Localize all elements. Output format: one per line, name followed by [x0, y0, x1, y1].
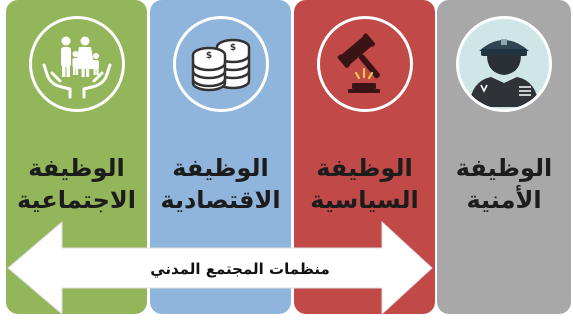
card-security-title: الوظيفة الأمنية [455, 154, 553, 214]
svg-text:$: $ [205, 51, 211, 61]
gavel-icon [316, 16, 413, 112]
police-officer-icon [456, 16, 552, 112]
card-economic: $ $ الوظيفة الاقتصادية [150, 0, 291, 314]
family-hands-icon [28, 16, 125, 112]
card-social-title: الوظيفة الاجتماعية [16, 154, 137, 214]
coins-icon: $ $ [172, 16, 269, 112]
card-economic-title: الوظيفة الاقتصادية [160, 154, 281, 214]
svg-text:$: $ [229, 43, 235, 53]
card-security: الوظيفة الأمنية [437, 0, 571, 314]
arrow-label: منظمات المجتمع المدني [150, 260, 330, 278]
card-political-title: الوظيفة السياسية [310, 154, 419, 214]
